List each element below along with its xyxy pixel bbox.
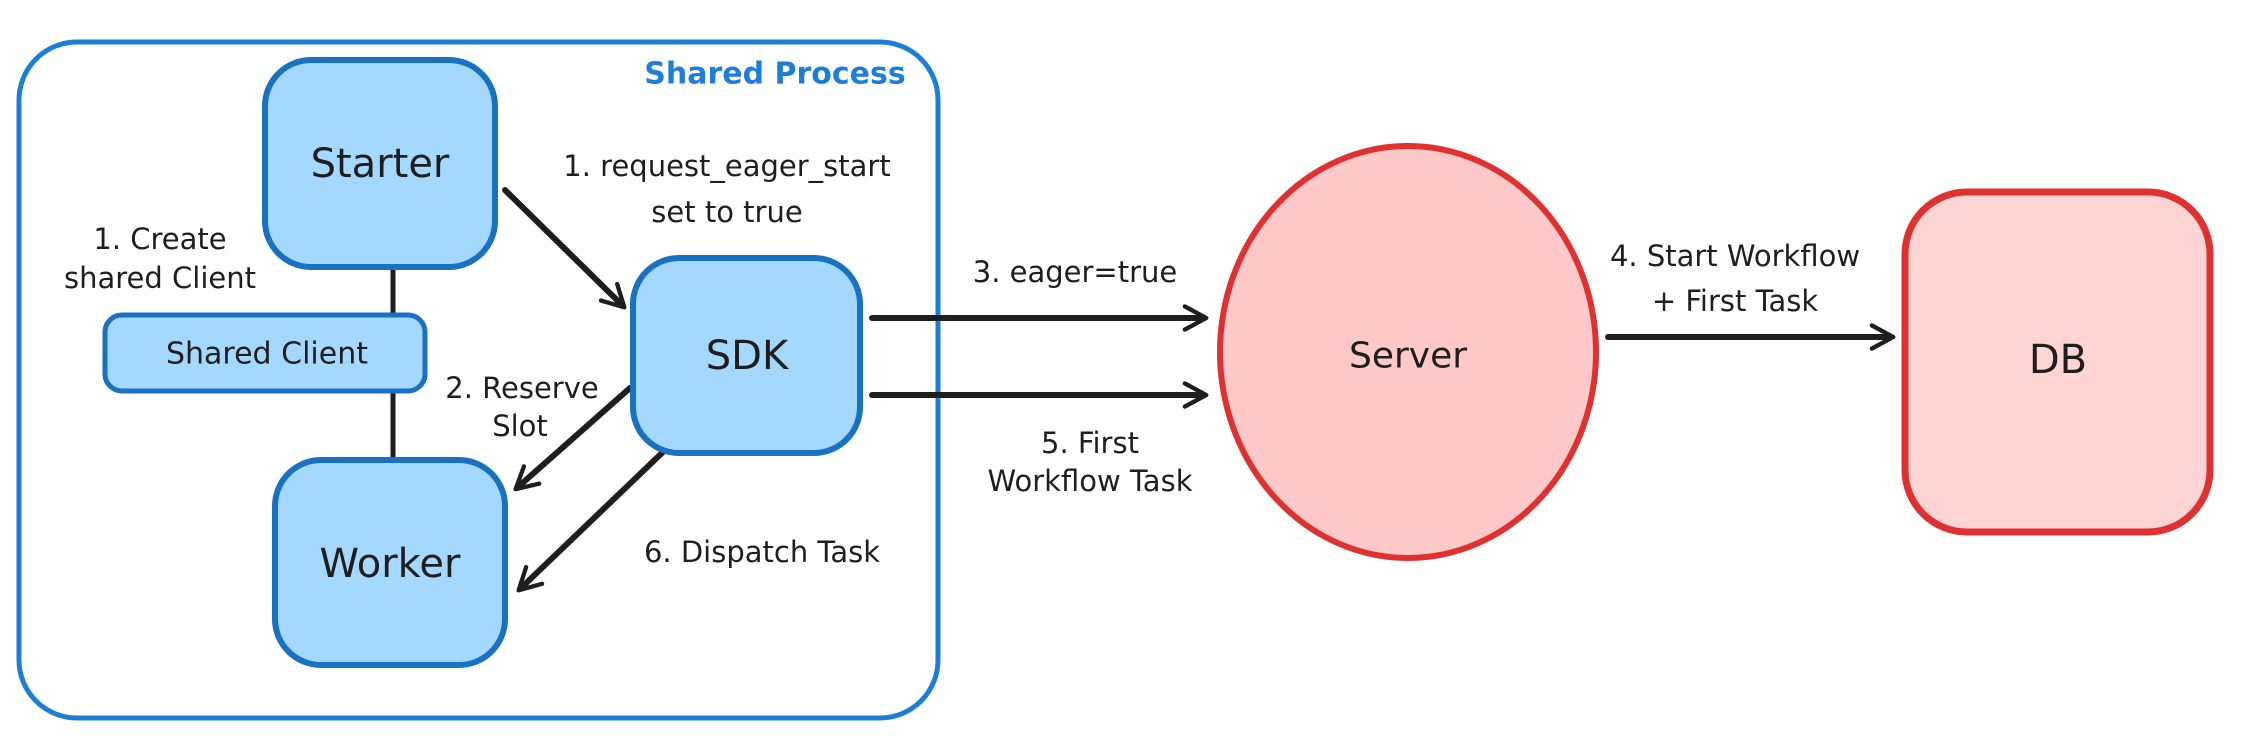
arrow-request-eager-start: [502, 187, 627, 310]
arrow-dispatch-task: [516, 449, 666, 593]
worker-node: Worker: [272, 457, 508, 668]
db-node: DB: [1901, 188, 2214, 536]
shared-process-frame: [16, 39, 941, 721]
label-start-workflow-line2: + First Task: [1652, 284, 1819, 318]
sdk-node-shape: [630, 255, 863, 456]
starter-node-label: Starter: [311, 141, 450, 187]
label-first-workflow-task-line2: Workflow Task: [988, 464, 1193, 498]
label-reserve-slot-line2: Slot: [492, 409, 548, 443]
starter-node-shape: [262, 57, 498, 270]
label-reserve-slot-line1: 2. Reserve: [445, 371, 598, 405]
server-node-shape: [1217, 143, 1599, 561]
label-create-shared-client-line2: shared Client: [64, 261, 256, 295]
db-node-label: DB: [2029, 337, 2087, 383]
label-request-eager-start: 1. request_eager_start set to true: [563, 149, 890, 229]
label-create-shared-client: 1. Create shared Client: [64, 222, 256, 295]
label-create-shared-client-line1: 1. Create: [93, 222, 226, 256]
label-request-eager-start-line2: set to true: [651, 195, 802, 229]
label-start-workflow: 4. Start Workflow + First Task: [1610, 239, 1860, 318]
worker-node-label: Worker: [320, 541, 461, 587]
label-first-workflow-task-line1: 5. First: [1041, 426, 1139, 460]
label-request-eager-start-line1: 1. request_eager_start: [563, 149, 890, 183]
label-start-workflow-line1: 4. Start Workflow: [1610, 239, 1860, 273]
server-node: Server: [1217, 143, 1599, 561]
shared-client-node-label: Shared Client: [166, 337, 368, 372]
db-node-shape: [1901, 188, 2214, 536]
label-eager-true: 3. eager=true: [973, 255, 1178, 289]
starter-node: Starter: [262, 57, 498, 270]
label-dispatch-task: 6. Dispatch Task: [644, 535, 880, 569]
arrow-reserve-slot: [513, 385, 633, 492]
shared-process-frame-label: Shared Process: [644, 57, 906, 92]
shared-client-node: Shared Client: [102, 312, 428, 394]
shared-client-node-shape: [102, 312, 428, 394]
worker-node-shape: [272, 457, 508, 668]
sdk-node: SDK: [630, 255, 863, 456]
sdk-node-label: SDK: [706, 333, 790, 379]
server-node-label: Server: [1349, 336, 1467, 377]
label-reserve-slot: 2. Reserve Slot: [445, 371, 598, 443]
label-first-workflow-task: 5. First Workflow Task: [988, 426, 1193, 498]
